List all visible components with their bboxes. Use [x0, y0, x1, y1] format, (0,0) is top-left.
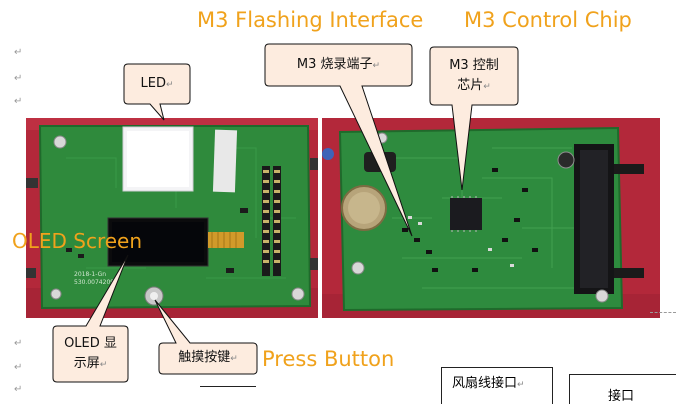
board-front-illustration	[26, 118, 318, 318]
paragraph-mark: ↵	[165, 80, 174, 90]
board-back-illustration	[322, 118, 660, 318]
board-front-photo: 2018-1-Gn 530.0074209	[26, 118, 318, 318]
flashing-callout-bubble	[264, 43, 413, 237]
paragraph-mark: ↵	[14, 338, 23, 349]
oled-label-line2: 示屏	[73, 356, 100, 371]
press-button-heading: Press Button	[262, 347, 395, 371]
table-border-fragment	[650, 312, 676, 314]
paragraph-mark: ↵	[14, 362, 23, 373]
board-back-photo	[322, 118, 660, 318]
paragraph-mark: ↵	[517, 380, 525, 390]
table-border-fragment	[200, 386, 256, 404]
pcb-silkscreen-text: 530.0074209	[74, 279, 115, 286]
chip-callout-bubble	[429, 46, 519, 191]
paragraph-mark: ↵	[14, 73, 23, 84]
flashing-callout-text: M3 烧录端子↵	[265, 55, 412, 76]
paragraph-mark: ↵	[14, 47, 23, 58]
chip-callout-text: M3 控制芯片↵	[430, 56, 518, 97]
paragraph-mark: ↵	[14, 96, 23, 107]
pcb-silkscreen-text: 2018-1-Gn	[74, 271, 107, 278]
paragraph-mark: ↵	[483, 82, 491, 92]
chip-label-line1: M3 控制	[449, 58, 499, 73]
touch-button-callout-bubble	[154, 299, 258, 375]
paragraph-mark: ↵	[372, 61, 381, 71]
paragraph-mark: ↵	[14, 384, 23, 395]
touch-button-label: 触摸按键	[178, 350, 231, 365]
oled-screen-heading: OLED Screen	[12, 229, 143, 253]
chip-label-line2: 芯片	[457, 78, 484, 93]
touch-button-callout-text: 触摸按键↵	[159, 348, 257, 369]
paragraph-mark: ↵	[230, 354, 238, 364]
control-chip-heading: M3 Control Chip	[464, 8, 632, 32]
paragraph-mark: ↵	[99, 360, 108, 370]
oled-callout-text: OLED 显示屏↵	[53, 334, 128, 375]
table-cell-interface: 接口	[569, 374, 676, 404]
fan-interface-label: 风扇线接口	[452, 376, 518, 391]
table-cell-fan-interface: 风扇线接口↵	[441, 367, 553, 404]
flashing-port-label: M3 烧录端子	[296, 57, 373, 72]
led-label: LED	[140, 76, 166, 91]
oled-label-line1: OLED 显	[64, 336, 117, 351]
led-callout-bubble	[123, 63, 191, 121]
led-callout-text: LED↵	[124, 74, 190, 95]
flashing-interface-heading: M3 Flashing Interface	[197, 8, 424, 32]
interface-label: 接口	[608, 389, 635, 404]
oled-callout-bubble	[52, 254, 129, 383]
